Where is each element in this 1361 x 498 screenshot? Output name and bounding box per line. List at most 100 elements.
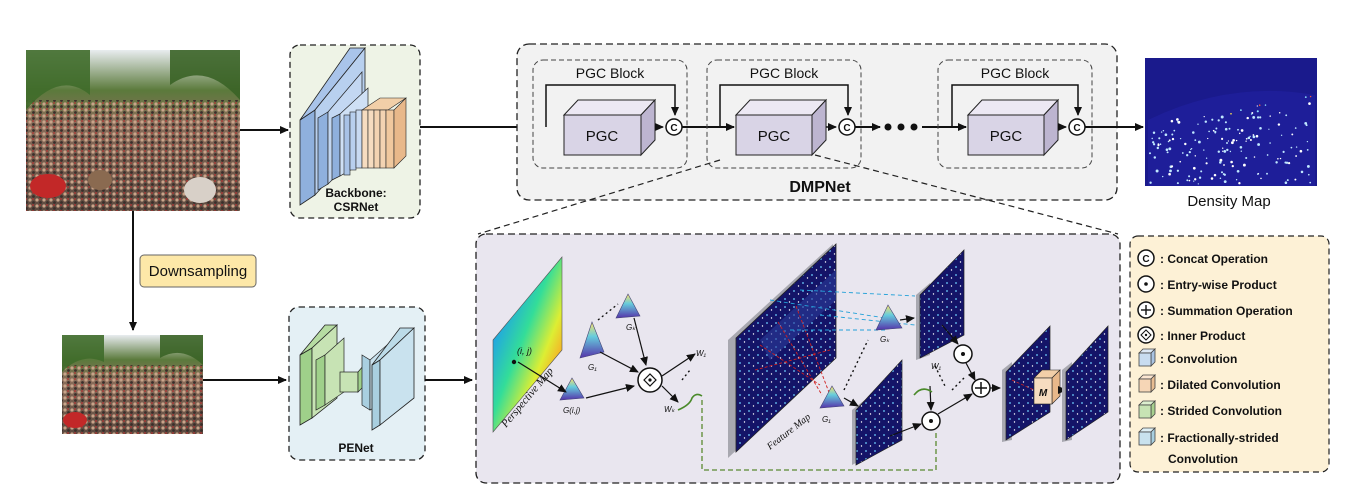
concat-symbol: C <box>843 123 850 134</box>
density-speckle <box>1286 179 1289 182</box>
density-speckle <box>1294 127 1297 129</box>
dmpnet-panel: DMPNet PGC Block PGC C PGC Block PGC <box>516 43 1118 201</box>
density-speckle <box>1197 183 1199 185</box>
density-speckle <box>1190 148 1192 151</box>
density-speckle <box>1192 131 1195 134</box>
density-speckle <box>1173 129 1176 132</box>
density-speckle <box>1222 150 1224 152</box>
density-speckle <box>1231 141 1234 145</box>
entry-wise-product-node-bottom <box>921 411 941 431</box>
density-speckle <box>1168 172 1171 176</box>
filtered-feature-map-k <box>916 249 965 360</box>
density-speckle <box>1212 129 1215 132</box>
density-speckle <box>1245 140 1247 142</box>
density-speckle <box>1176 169 1180 172</box>
svg-text:M: M <box>1039 388 1048 399</box>
density-speckle <box>1309 181 1312 184</box>
density-speckle <box>1192 166 1196 170</box>
legend-item-dilated: : Dilated Convolution <box>1138 374 1281 393</box>
density-speckle <box>1228 127 1231 130</box>
density-speckle <box>1197 123 1199 125</box>
density-speckle <box>1168 139 1171 142</box>
density-speckle <box>1148 152 1152 155</box>
density-speckle <box>1236 169 1240 173</box>
density-speckle <box>1164 133 1168 137</box>
density-speckle <box>1162 175 1164 178</box>
svg-text:G(i,j): G(i,j) <box>563 406 581 415</box>
density-speckle <box>1222 147 1224 149</box>
density-map-image <box>1145 58 1317 186</box>
density-speckle <box>1235 139 1238 142</box>
density-speckle <box>1223 149 1227 153</box>
density-speckle <box>1249 135 1251 138</box>
pgc-block-title: PGC Block <box>576 65 645 81</box>
density-speckle <box>1309 95 1312 98</box>
density-speckle <box>1156 146 1160 150</box>
density-speckle <box>1194 178 1197 181</box>
dilated-convolution-cube-icon <box>1138 374 1156 393</box>
legend-label-strided: : Strided Convolution <box>1160 404 1282 418</box>
density-speckle <box>1207 137 1209 140</box>
pgc-block-title: PGC Block <box>750 65 819 81</box>
density-speckle <box>1256 110 1259 113</box>
density-speckle <box>1186 154 1189 157</box>
density-speckle <box>1239 146 1243 149</box>
legend-label-dilated: : Dilated Convolution <box>1160 378 1281 392</box>
density-speckle <box>1177 121 1179 123</box>
density-speckle <box>1179 137 1182 140</box>
dilated-conv-cube: M <box>1033 369 1061 405</box>
legend-item-convolution: : Convolution <box>1138 348 1237 367</box>
density-speckle <box>1266 172 1268 175</box>
density-speckle <box>1258 104 1261 106</box>
density-speckle <box>1213 173 1217 177</box>
density-speckle <box>1188 175 1191 178</box>
density-speckle <box>1250 113 1253 115</box>
feature-guidance-line <box>701 400 937 471</box>
inner-product-node <box>637 367 663 393</box>
density-speckle <box>1306 140 1309 143</box>
density-speckle <box>1186 179 1189 182</box>
legend-label-convolution: : Convolution <box>1160 352 1237 366</box>
density-speckle <box>1304 122 1308 125</box>
density-speckle <box>1167 140 1170 143</box>
svg-text:W₁: W₁ <box>696 349 707 358</box>
density-speckle <box>1290 146 1293 149</box>
density-speckle <box>1170 119 1174 123</box>
density-speckle <box>1282 150 1285 153</box>
density-speckle <box>1240 129 1244 132</box>
density-speckle <box>1203 149 1205 151</box>
density-speckle <box>1279 157 1282 160</box>
density-speckle <box>1295 155 1298 157</box>
density-speckle <box>1220 115 1224 119</box>
density-speckle <box>1208 130 1210 133</box>
backbone-csrnet-panel: Backbone: CSRNet <box>289 44 421 219</box>
penet-label: PENet <box>338 441 373 455</box>
svg-text:Wₖ: Wₖ <box>664 405 676 414</box>
density-speckle <box>1165 148 1169 151</box>
density-speckle <box>1259 126 1262 130</box>
concat-symbol: C <box>670 123 677 134</box>
density-speckle <box>1256 116 1260 119</box>
density-speckle <box>1217 119 1220 122</box>
density-speckle <box>1245 156 1248 160</box>
density-speckle <box>1169 169 1172 173</box>
perspective-point-label: (i, j) <box>517 346 532 356</box>
pgc-module <box>563 114 642 156</box>
svg-text:G₁: G₁ <box>588 363 597 372</box>
density-map-label: Density Map <box>1187 193 1270 210</box>
density-speckle <box>1252 135 1256 139</box>
density-speckle <box>1215 127 1218 130</box>
zoom-line-right <box>814 154 1119 235</box>
density-speckle <box>1242 163 1246 167</box>
density-speckle <box>1149 181 1152 184</box>
density-speckle <box>1214 130 1217 134</box>
density-speckle <box>1188 150 1191 154</box>
density-speckle <box>1204 120 1208 123</box>
svg-text:W₁: W₁ <box>931 362 942 371</box>
density-speckle <box>1252 115 1256 119</box>
density-speckle <box>1240 109 1242 111</box>
density-speckle <box>1275 161 1278 164</box>
convolution-cube-icon <box>1138 348 1156 367</box>
density-speckle <box>1179 160 1182 163</box>
